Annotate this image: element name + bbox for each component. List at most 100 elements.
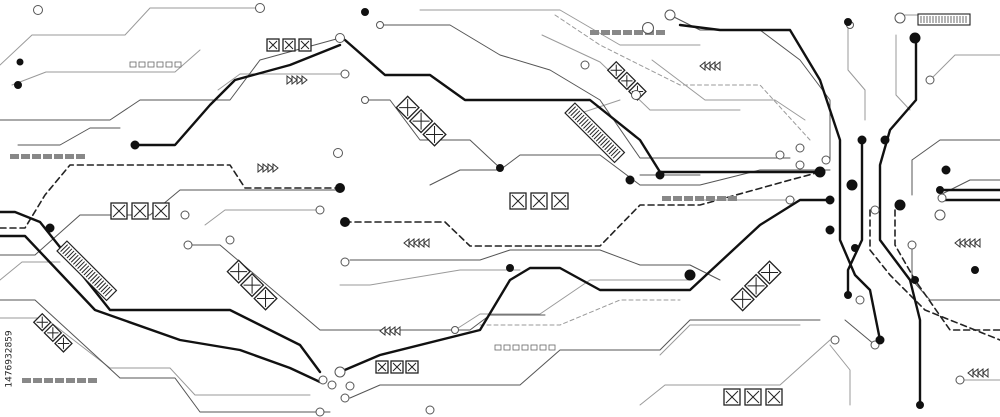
gray-dash-bar [10,154,85,159]
dash-segment [623,30,632,35]
chip-pin [92,276,100,284]
arrow-chevron [291,74,298,86]
chip-pin [87,271,96,280]
arrow-chevrons [403,237,430,249]
solder-pad [340,257,350,267]
circuit-trace [844,319,876,346]
arrow-chevron [394,325,401,337]
arrow-chevron [423,237,430,249]
arrow-chevron [272,162,279,174]
crossed-box-group [226,259,278,311]
box-cross-mark [553,194,567,208]
chip-pin [591,129,600,138]
solder-pad [14,81,22,89]
chip-pin [64,248,73,257]
solder-pad [880,135,890,145]
box-cross-mark [399,99,417,117]
circuit-trace [0,299,331,413]
dash-segment [22,378,31,383]
circuit-trace [349,319,821,399]
solder-pad [376,21,384,29]
arrow-chevrons [699,60,721,72]
dash-segment [728,196,737,201]
solder-pad [33,5,43,15]
circuit-trace [0,210,322,374]
dash-segment [76,154,85,159]
solder-pad [642,22,654,34]
solder-pad [333,148,343,158]
circuit-trace [204,209,321,226]
chip-pin [85,269,94,278]
solder-pad [916,401,924,409]
small-square [539,344,547,351]
pads [14,3,979,417]
box-cross-mark [47,327,59,339]
small-square-row [494,344,556,351]
solder-pad [846,179,858,191]
small-square [530,344,538,351]
box-cross-mark [610,64,622,76]
arrow-chevron [714,60,721,72]
gray-dash-bar [662,196,737,201]
crossed-box-group [32,312,73,353]
dash-segment [21,154,30,159]
box-cross-mark [300,40,310,50]
solder-pad [894,199,906,211]
chip-pin [81,265,90,274]
small-square [165,61,173,68]
solder-pad [825,225,835,235]
small-square [156,61,164,68]
chip-pin [608,146,617,155]
circuit-trace [419,9,701,46]
circuit-trace [454,279,691,331]
circuit-trace [0,189,341,256]
solder-pad [830,335,840,345]
solder-pad [315,407,325,417]
solder-pad [334,366,346,378]
solder-pad [451,326,459,334]
solder-pad [936,186,944,194]
arrow-chevron [286,74,293,86]
solder-pad [655,170,665,180]
arrow-chevron [982,367,989,379]
small-square [503,344,511,351]
circuit-trace [911,244,1000,301]
circuit-trace [0,261,61,281]
ic-chip [564,102,626,164]
chip-pin [568,106,577,115]
small-square [494,344,502,351]
thin-traces [0,14,1000,413]
dash-segment [695,196,704,201]
chip-pin [583,121,591,129]
chip-pin [102,286,111,295]
box-cross-mark [268,40,278,50]
chip-pin [572,110,581,119]
solder-pad [785,195,795,205]
circuit-trace [339,269,521,286]
small-square [521,344,529,351]
solder-pad [857,135,867,145]
circuit-trace [829,344,851,406]
solder-pad [580,60,590,70]
crossed-box-group [730,260,782,312]
box-cross-mark [257,290,275,308]
small-square [548,344,556,351]
box-cross-mark [412,112,430,130]
chip-pin [612,150,621,159]
circuit-trace [0,37,341,121]
dash-segment [656,30,665,35]
chip-pin [587,125,596,134]
solder-pad [340,217,350,227]
chip-pin [72,256,81,265]
chip-pin [104,288,113,297]
chip-pin [589,127,598,136]
box-cross-mark [57,337,70,350]
arrow-chevrons [379,325,401,337]
solder-pad [255,3,265,13]
stock-id-text: 1476932859 [5,329,16,388]
small-square-row [129,61,182,68]
box-cross-mark [284,40,294,50]
solder-pad [315,205,325,215]
gray-dash-bar [22,378,97,383]
solder-pad [894,12,906,24]
